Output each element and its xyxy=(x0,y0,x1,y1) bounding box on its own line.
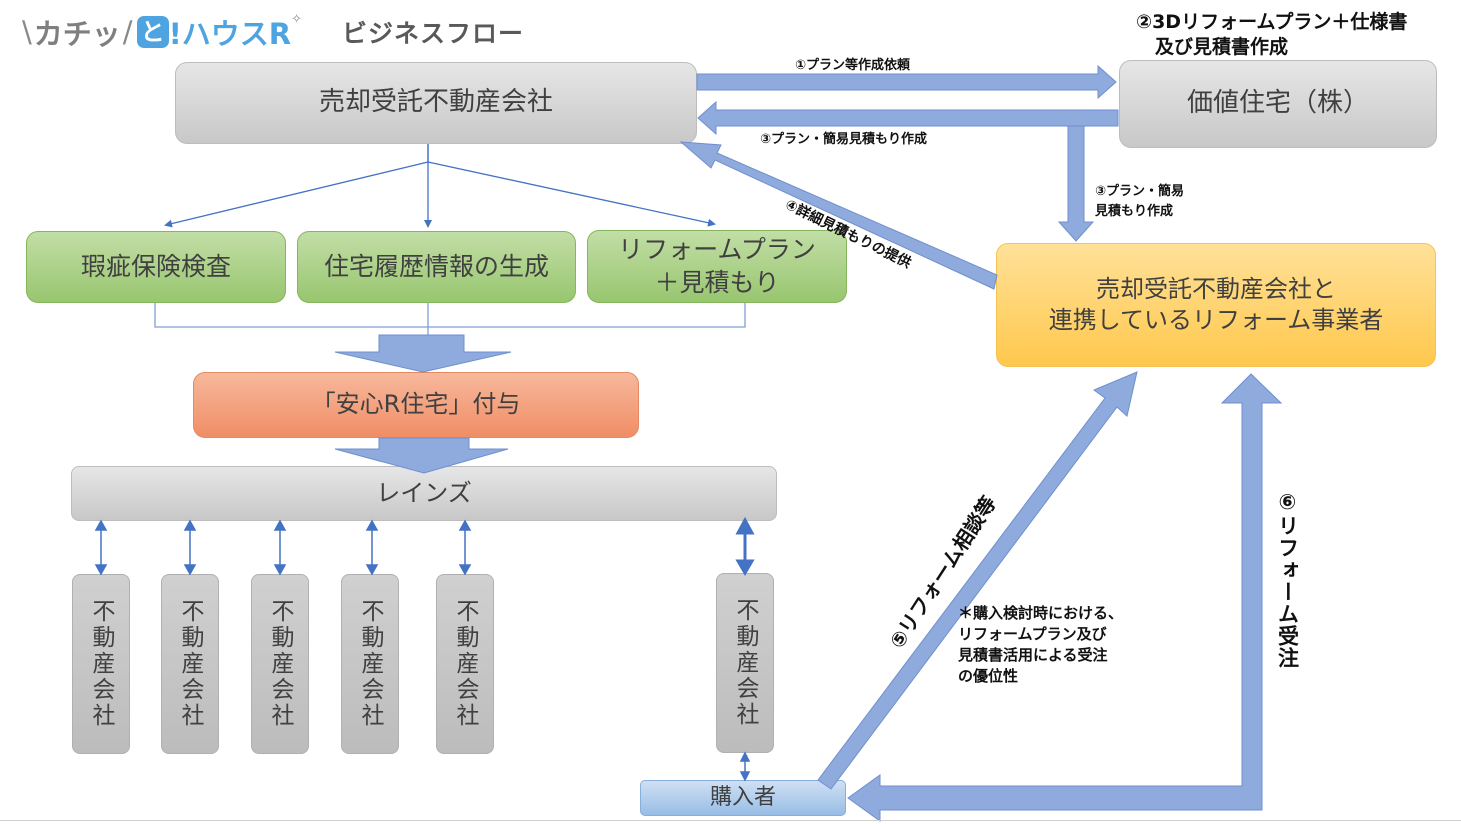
label-2-3d-plan: ②3Dリフォームプラン＋仕様書 及び見積書作成 xyxy=(1136,11,1408,58)
node-realtor-5: 不動産会社 xyxy=(436,574,494,754)
arrow-3-plan-down xyxy=(1057,125,1095,242)
reform-plan-line2: ＋見積もり xyxy=(654,267,780,297)
node-realtor-6: 不動産会社 xyxy=(716,573,774,753)
logo-prefix: カチッ xyxy=(33,17,121,51)
node-reform-partner: 売却受託不動産会社と 連携しているリフォーム事業者 xyxy=(996,243,1436,367)
node-buyer: 購入者 xyxy=(640,780,846,816)
node-baikyaku: 売却受託不動産会社 xyxy=(175,62,697,144)
logo-slash-left: \ xyxy=(22,15,32,49)
node-jutaku-rireki: 住宅履歴情報の生成 xyxy=(297,231,576,303)
label-3-plan-down: ③プラン・簡易 見積もり作成 xyxy=(1095,184,1185,219)
double-arrow-1 xyxy=(94,519,108,576)
node-reform-plan: リフォームプラン ＋見積もり xyxy=(587,230,847,303)
connector-to-kashi xyxy=(164,161,429,228)
label-1-request: ①プラン等作成依頼 xyxy=(795,58,911,73)
node-realtor-3: 不動産会社 xyxy=(251,574,309,754)
green-bracket xyxy=(154,303,746,328)
node-realtor-1: 不動産会社 xyxy=(72,574,130,754)
node-kashi-hoken: 瑕疵保険検査 xyxy=(26,231,286,303)
page-title: ビジネスフロー xyxy=(342,19,525,48)
arrow-3-plan-left xyxy=(697,100,1119,136)
label-6-order: ⑥リフォーム受注 xyxy=(1275,490,1300,669)
arrow-5-consult xyxy=(817,371,1138,790)
arrow-4-detail xyxy=(679,141,998,290)
label-3-plan-left: ③プラン・簡易見積もり作成 xyxy=(760,132,928,147)
arrow-down-to-reins xyxy=(334,437,509,474)
node-anshin-r: 「安心R住宅」付与 xyxy=(193,372,639,438)
partner-line1: 売却受託不動産会社と xyxy=(1096,274,1336,303)
double-arrow-2 xyxy=(183,519,197,576)
node-realtor-2: 不動産会社 xyxy=(161,574,219,754)
reform-plan-line1: リフォームプラン xyxy=(618,235,816,264)
arrow-down-to-anshin xyxy=(334,334,512,373)
node-kachi-jutaku: 価値住宅（株） xyxy=(1119,60,1437,148)
note-advantage: ＊購入検討時における、 リフォームプラン及び 見積書活用による受注 の優位性 xyxy=(958,604,1124,685)
logo: \ カチッ / と !ハウスR ✧ xyxy=(22,10,327,54)
logo-sparkle-icon: ✧ xyxy=(291,12,303,27)
double-arrow-buyer xyxy=(739,751,751,782)
bottom-divider xyxy=(0,820,1461,821)
node-realtor-4: 不動産会社 xyxy=(341,574,399,754)
node-reins: レインズ xyxy=(71,466,777,521)
logo-to: と xyxy=(136,16,169,48)
connector-to-reform-plan xyxy=(427,161,716,227)
arrow-6-order xyxy=(847,373,1283,822)
logo-suffix: !ハウスR xyxy=(168,17,292,51)
double-arrow-4 xyxy=(365,519,379,576)
logo-slash-right: / xyxy=(122,15,133,49)
arrow-1-request xyxy=(696,64,1117,100)
partner-line2: 連携しているリフォーム事業者 xyxy=(1048,306,1384,334)
double-arrow-3 xyxy=(273,519,287,576)
double-arrow-6 xyxy=(735,516,755,576)
double-arrow-5 xyxy=(458,519,472,576)
